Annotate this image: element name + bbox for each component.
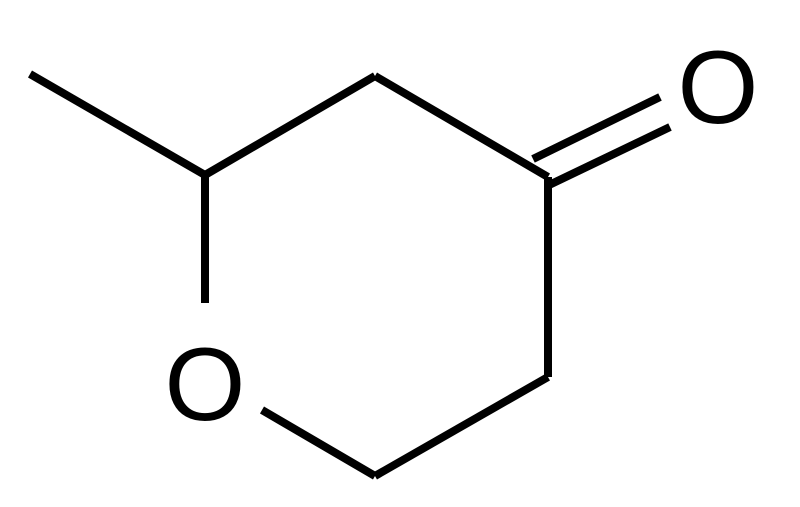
bond-c4-carbonyl-o-a xyxy=(531,93,662,163)
bond-c4-carbonyl-o-b xyxy=(545,123,672,190)
bond-c5-c6 xyxy=(373,373,550,480)
bond-methyl-c2 xyxy=(28,70,207,179)
carbonyl-oxygen-label: O xyxy=(678,30,759,146)
bond-c6-ring-o xyxy=(259,406,378,480)
bond-c2-c3 xyxy=(202,72,378,179)
ring-oxygen-label: O xyxy=(165,327,246,443)
bond-c3-c4 xyxy=(372,72,551,181)
